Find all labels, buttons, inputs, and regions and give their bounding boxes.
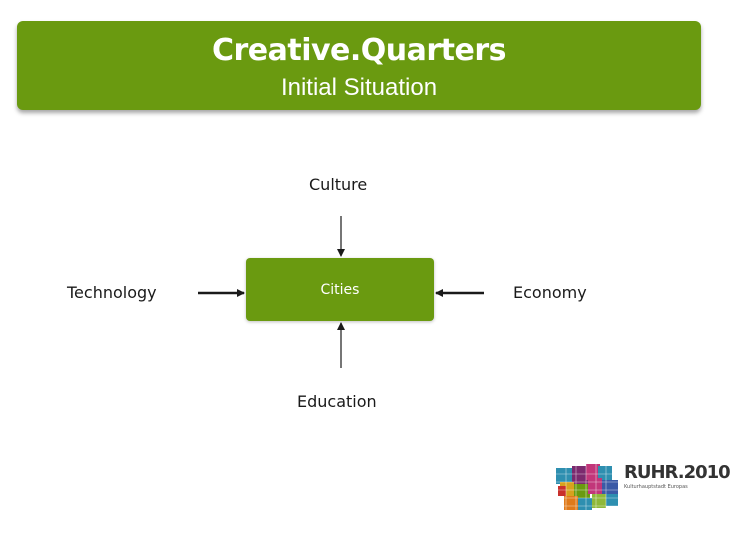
node-technology: Technology: [67, 283, 157, 302]
logo-text: RUHR.2010: [624, 462, 730, 483]
logo-subtext: Kulturhauptstadt Europas: [624, 484, 688, 490]
logo-mosaic-icon: [556, 464, 618, 512]
node-cities: Cities: [246, 258, 434, 321]
node-culture: Culture: [309, 175, 368, 194]
node-education: Education: [297, 392, 377, 411]
page-title: Creative.Quarters: [211, 33, 507, 68]
page-subtitle: Initial Situation: [280, 74, 438, 101]
node-cities-label: Cities: [320, 282, 360, 298]
title-banner: Creative.Quarters Initial Situation: [17, 21, 701, 110]
node-economy: Economy: [513, 283, 587, 302]
ruhr-2010-logo: RUHR.2010 Kulturhauptstadt Europas: [552, 442, 730, 520]
